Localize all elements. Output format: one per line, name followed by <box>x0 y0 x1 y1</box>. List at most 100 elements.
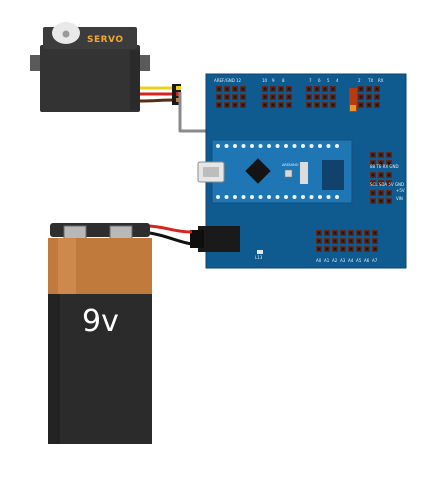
nano-pin <box>216 195 220 199</box>
nano-pin <box>267 144 271 148</box>
label-rx: RX <box>378 78 384 83</box>
analog-label-a1: A1 <box>324 258 330 263</box>
header-block-d-pin-hole <box>375 103 379 107</box>
right-block-a-pin-hole <box>371 161 375 165</box>
label-9: 9 <box>272 78 275 83</box>
label-4: 4 <box>336 78 339 83</box>
nano-pin <box>250 144 254 148</box>
nano-pin <box>309 195 314 199</box>
nano-pin <box>275 195 280 199</box>
header-block-a-pin-hole <box>241 87 245 91</box>
battery-label: 9v <box>82 304 119 339</box>
analog-block-pin-hole <box>373 231 377 235</box>
header-block-d-pin-hole <box>359 103 363 107</box>
label-5: 5 <box>327 78 330 83</box>
nano-pin <box>309 144 314 148</box>
header-block-a-pin-hole <box>233 95 237 99</box>
header-block-b-pin-hole <box>263 87 267 91</box>
nano-pin <box>335 144 339 148</box>
header-block-b-pin-hole <box>263 95 267 99</box>
header-block-c-pin-hole <box>323 103 327 107</box>
servo-wire-brown <box>139 98 175 103</box>
header-block-d-pin-hole <box>375 87 379 91</box>
nano-pin <box>224 144 229 148</box>
nano-pin <box>216 144 220 148</box>
header-block-a-pin-hole <box>241 103 245 107</box>
analog-block-pin-hole <box>317 239 321 243</box>
nano-pin <box>250 195 254 199</box>
header-block-b-pin-hole <box>271 103 275 107</box>
right-block-a-pin-hole <box>371 153 375 157</box>
header-block-b-pin-hole <box>287 103 291 107</box>
label-7: 7 <box>309 78 312 83</box>
right-block-a-pin-hole <box>387 161 391 165</box>
label-right-row1: 88 T6 RX GND <box>370 164 399 169</box>
battery-wire-red <box>145 224 193 234</box>
battery-body-shade <box>48 294 60 444</box>
label-vin: VIN <box>396 196 403 201</box>
analog-block-pin-hole <box>333 247 337 251</box>
analog-block-pin-hole <box>341 239 345 243</box>
right-block-c-pin-hole <box>379 191 383 195</box>
arduino-nano: ARDUINO <box>197 139 353 204</box>
right-block-c-pin-hole <box>387 191 391 195</box>
right-side-headers <box>370 152 392 204</box>
right-block-c-pin-hole <box>379 199 383 203</box>
right-block-c-pin-hole <box>387 199 391 203</box>
header-block-a-pin-hole <box>217 87 221 91</box>
servo-side-shade <box>130 50 140 110</box>
nano-usb-inner <box>203 167 219 177</box>
nano-pin <box>233 144 237 148</box>
header-block-d-pin-hole <box>375 95 379 99</box>
header-block-c-pin-hole <box>323 87 327 91</box>
analog-block-pin-hole <box>365 247 369 251</box>
header-block-c-pin-hole <box>331 87 335 91</box>
header-block-c-pin-hole <box>307 103 311 107</box>
header-block-b-pin-hole <box>279 87 283 91</box>
right-block-a-pin-hole <box>379 153 383 157</box>
nano-pin <box>275 144 280 148</box>
label-2: 2 <box>358 78 361 83</box>
servo-cable <box>139 84 181 105</box>
right-block-a-pin-hole <box>387 153 391 157</box>
battery-terminal-right <box>109 225 133 240</box>
right-block-a-pin-hole <box>379 161 383 165</box>
header-labels-top: AREF/GND 12 10 9 8 7 6 5 4 2 TX RX <box>214 78 384 83</box>
battery-9v: 9v <box>48 223 152 444</box>
header-block-a-pin-hole <box>217 103 221 107</box>
analog-block-pin-hole <box>341 231 345 235</box>
nano-board-label: ARDUINO <box>282 163 299 167</box>
nano-pin <box>301 195 305 199</box>
header-block-b-pin-hole <box>287 87 291 91</box>
analog-block-pin-hole <box>357 247 361 251</box>
analog-block-pin-hole <box>373 239 377 243</box>
dc-jack-plug <box>190 230 204 248</box>
nano-pin <box>318 195 322 199</box>
label-tx: TX <box>367 78 373 83</box>
analog-label-a7: A7 <box>372 258 378 263</box>
analog-block-pin-hole <box>357 239 361 243</box>
nano-small-chip <box>300 162 308 184</box>
nano-icsp-header <box>322 160 344 190</box>
label-10: 10 <box>262 78 268 83</box>
analog-label-a5: A5 <box>356 258 362 263</box>
nano-pin <box>318 144 322 148</box>
label-led: L13 <box>255 255 263 260</box>
header-block-b-pin-hole <box>271 87 275 91</box>
analog-block-pin-hole <box>373 247 377 251</box>
servo-horn-hub <box>62 30 70 38</box>
header-block-d-pin-hole <box>359 87 363 91</box>
header-block-c-pin-hole <box>331 103 335 107</box>
servo-label: SERVO <box>87 35 124 45</box>
battery-body <box>48 294 152 444</box>
analog-block-pin-hole <box>325 247 329 251</box>
analog-block-pin-hole <box>341 247 345 251</box>
nano-pin <box>292 195 297 199</box>
label-8: 8 <box>282 78 285 83</box>
digital-headers <box>216 86 380 108</box>
header-block-d-pin-hole <box>367 103 371 107</box>
analog-block-pin-hole <box>349 239 353 243</box>
power-led <box>257 250 263 254</box>
connected-pin-marker <box>350 105 356 111</box>
